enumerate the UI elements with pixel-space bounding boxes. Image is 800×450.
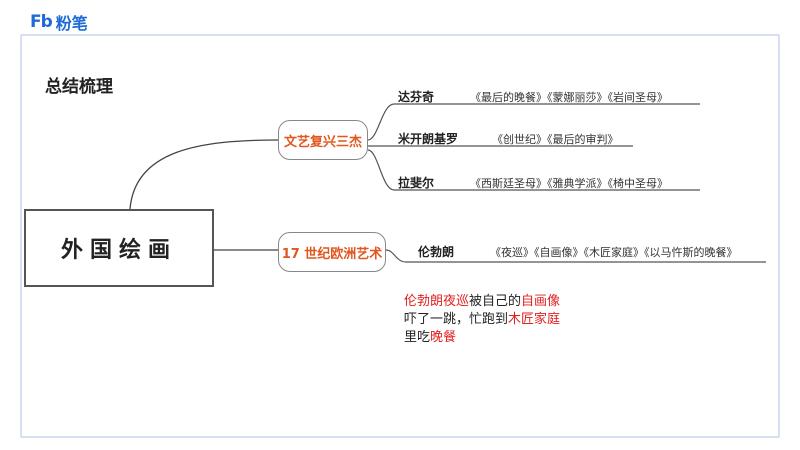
mnemonic-highlight: 木匠家庭 [508,312,561,327]
artist-works: 《最后的晚餐》《蒙娜丽莎》《岩间圣母》 [470,91,668,104]
branch-label: 17 世纪欧洲艺术 [281,246,383,262]
brand-name: 粉笔 [55,14,88,33]
brand-logo: Fb 粉笔 [30,10,88,34]
connector-branch2-artist1 [385,249,766,263]
artist-name: 伦勃朗 [418,245,455,259]
mnemonic-highlight: 伦勃朗夜巡 [404,294,470,309]
mnemonic-note: 伦勃朗夜巡被自己的自画像 吓了一跳，忙跑到木匠家庭 里吃晚餐 [404,293,560,347]
mnemonic-line-2: 吓了一跳，忙跑到木匠家庭 [404,311,560,329]
connector-branch1-artist3 [367,149,700,191]
branch-renaissance: 文艺复兴三杰 [278,120,368,160]
mnemonic-line-1: 伦勃朗夜巡被自己的自画像 [404,293,560,311]
mnemonic-text: 被自己的 [469,294,522,309]
mnemonic-highlight: 晚餐 [430,330,457,345]
branch-label: 文艺复兴三杰 [283,134,362,150]
brand-mark: Fb [30,12,53,32]
artist-works: 《夜巡》《自画像》《木匠家庭》《以马忤斯的晚餐》 [490,246,738,259]
mnemonic-highlight: 自画像 [521,294,561,309]
mnemonic-text: 吓了一跳，忙跑到 [404,312,509,327]
root-node: 外国绘画 [24,209,214,287]
artist-name: 米开朗基罗 [398,132,459,146]
page-title: 总结梳理 [45,77,113,97]
connector-root-branch1 [129,139,279,210]
artist-works: 《西斯廷圣母》《雅典学派》《椅中圣母》 [470,177,668,190]
root-label: 外国绘画 [60,238,177,263]
artist-name: 达芬奇 [398,90,435,104]
branch-17th-century: 17 世纪欧洲艺术 [278,232,386,272]
mnemonic-text: 里吃 [404,330,431,345]
mnemonic-line-3: 里吃晚餐 [404,329,560,347]
artist-name: 拉斐尔 [398,176,435,190]
artist-works: 《创世纪》《最后的审判》 [492,133,619,146]
connector-branch1-artist1 [367,103,700,141]
